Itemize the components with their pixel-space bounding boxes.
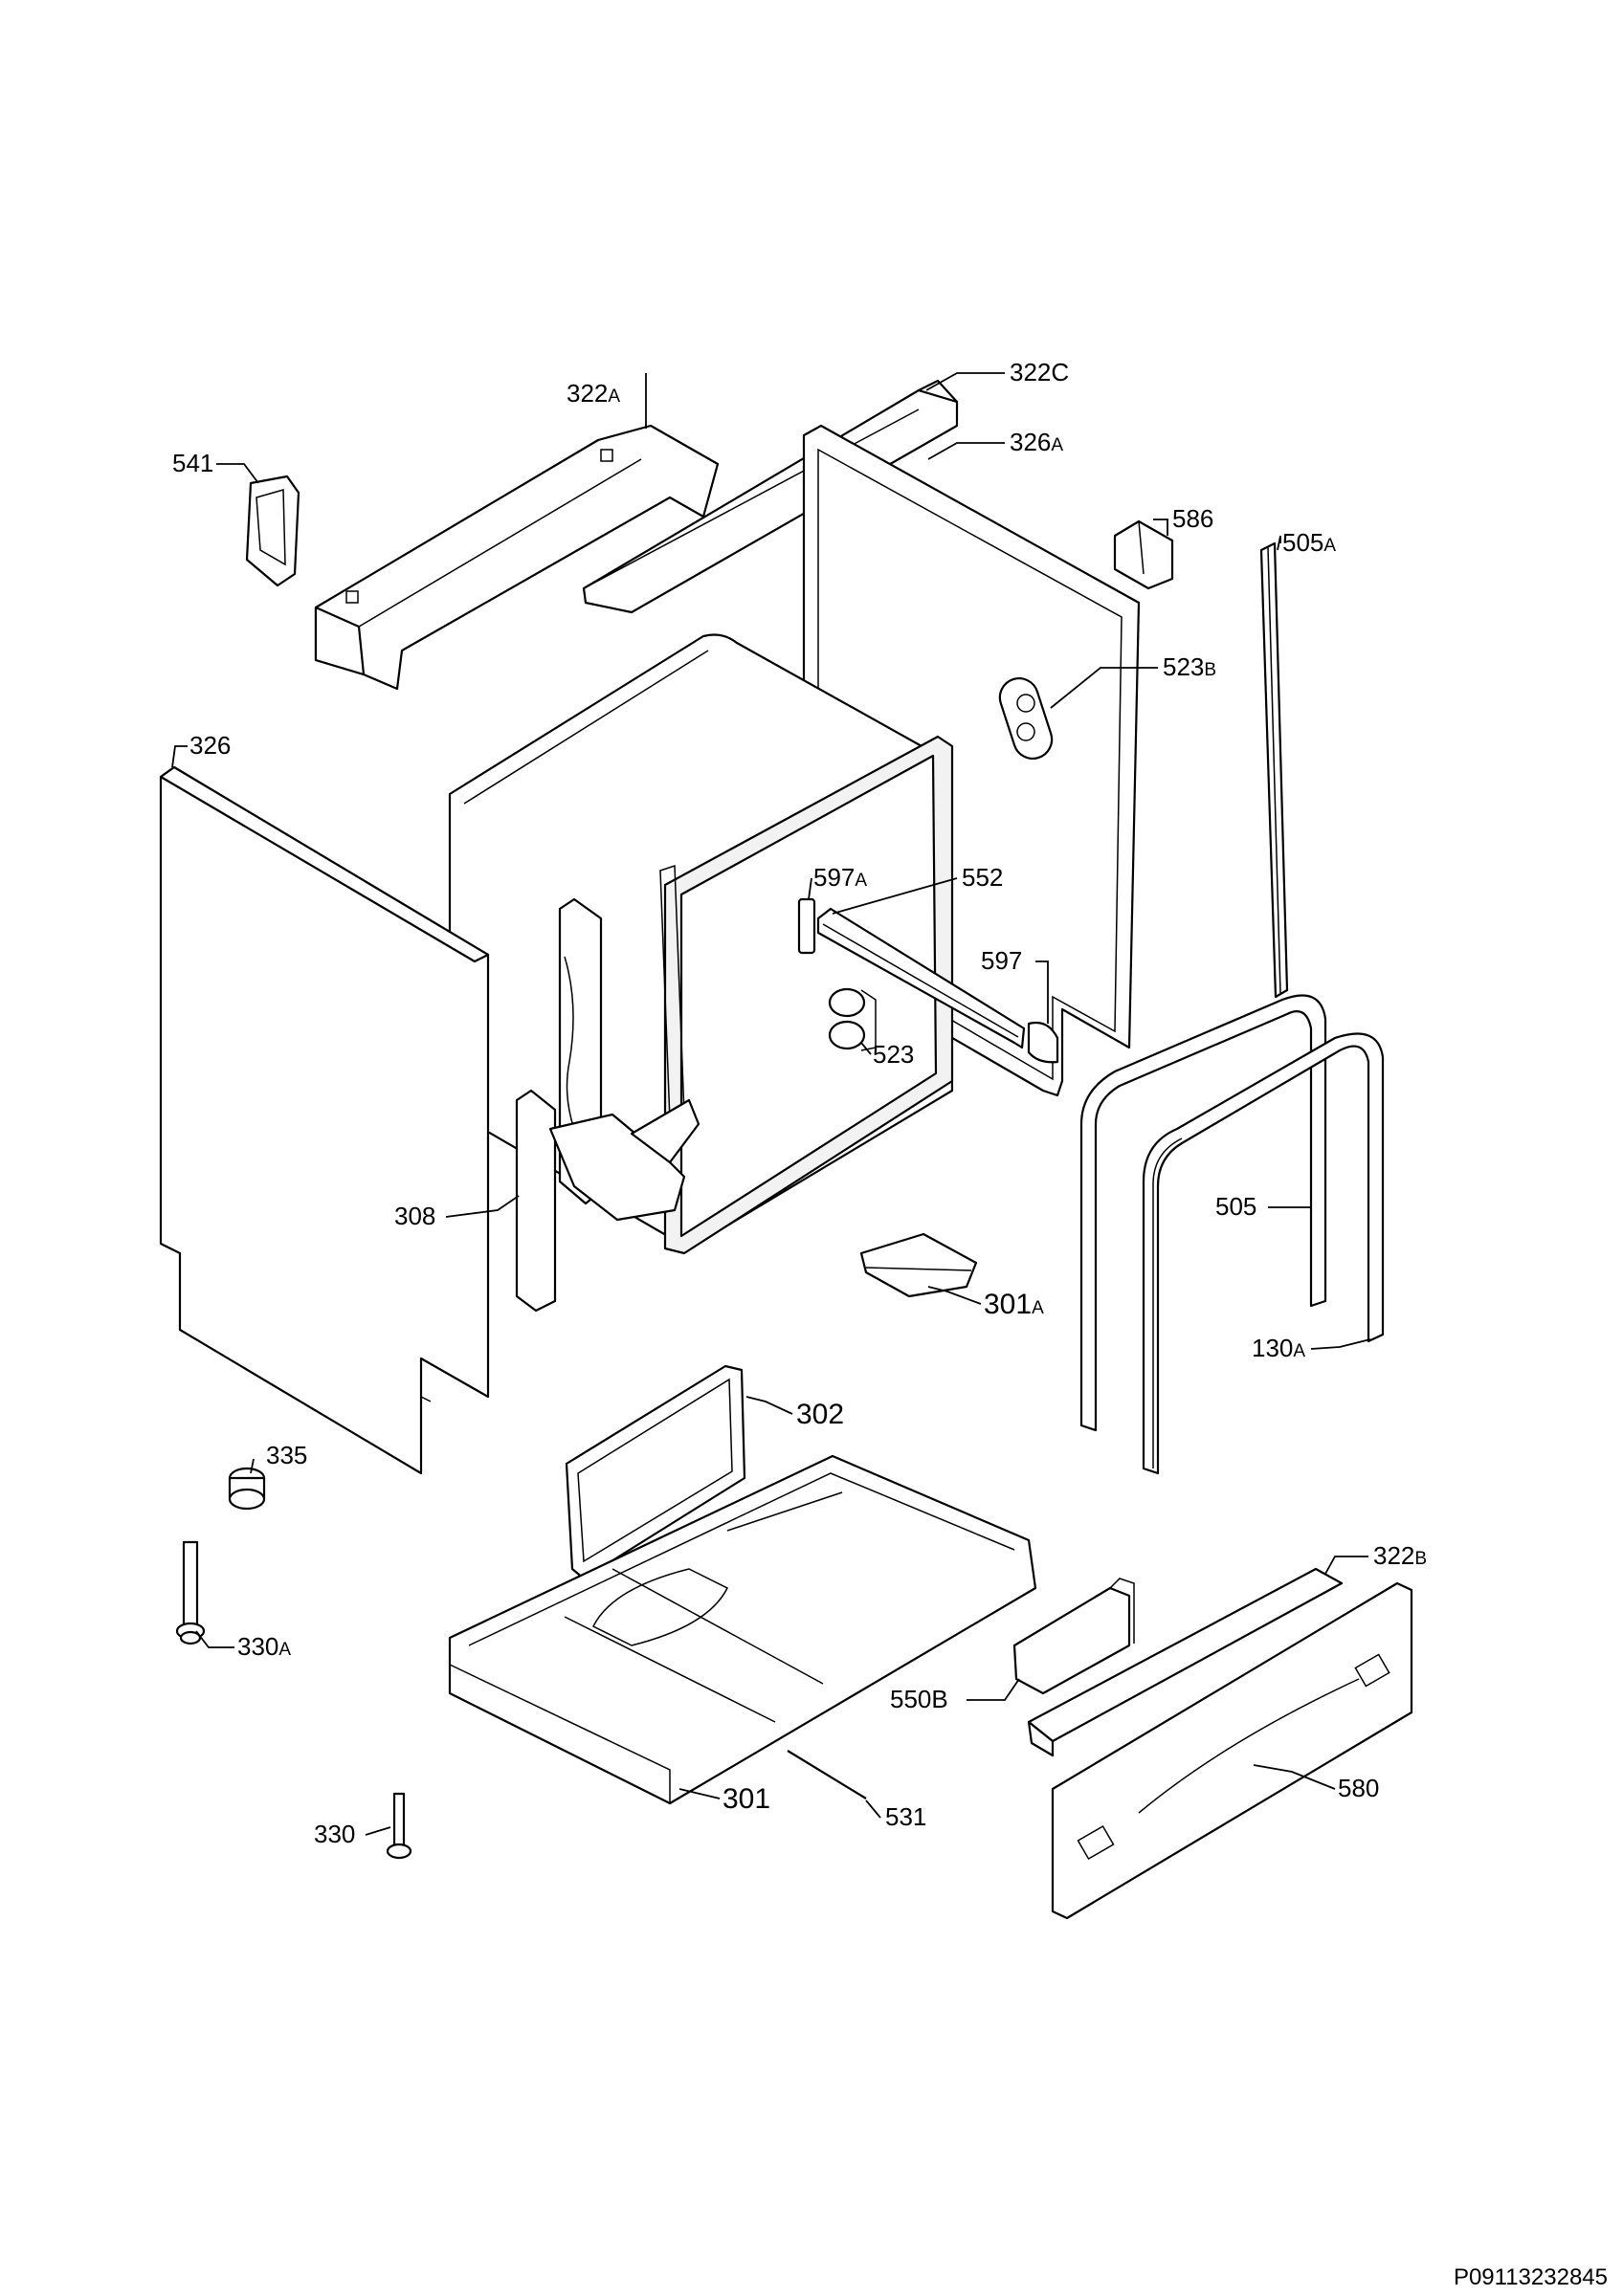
part-322c-top-rail[interactable] <box>582 379 959 614</box>
label-301a: 301A <box>984 1289 1044 1320</box>
label-541: 541 <box>172 449 213 477</box>
callout-labels: 322A 322C 541 326A 586 505A 523B 326 597… <box>172 358 1427 1848</box>
part-301a-bracket[interactable] <box>859 1232 978 1298</box>
label-335: 335 <box>266 1441 307 1469</box>
label-308: 308 <box>394 1202 435 1230</box>
part-531-rod[interactable] <box>787 1750 867 1799</box>
part-322b-rail[interactable] <box>1027 1567 1344 1757</box>
part-326-side-panel[interactable] <box>159 765 490 1475</box>
label-322b: 322B <box>1373 1541 1427 1570</box>
label-302: 302 <box>796 1399 844 1430</box>
label-523: 523 <box>873 1040 914 1069</box>
part-301-base[interactable] <box>448 1454 1037 1805</box>
part-302-frame[interactable] <box>565 1364 746 1580</box>
label-552: 552 <box>962 863 1003 892</box>
part-335-nut[interactable] <box>228 1467 266 1511</box>
part-580-base-plate[interactable] <box>1051 1581 1413 1920</box>
label-322a: 322A <box>567 379 620 408</box>
label-330a: 330A <box>237 1632 291 1661</box>
label-597a: 597A <box>813 863 867 892</box>
part-330a-screw[interactable] <box>175 1540 206 1645</box>
part-586-bracket[interactable] <box>1113 519 1174 590</box>
part-597-clip[interactable] <box>1027 1021 1059 1064</box>
label-301: 301 <box>723 1783 770 1815</box>
part-130a-door-gasket[interactable] <box>1142 1032 1385 1475</box>
part-322a-top-bracket[interactable] <box>314 424 720 691</box>
label-597: 597 <box>981 946 1022 975</box>
label-322c: 322C <box>1010 358 1069 386</box>
label-505a: 505A <box>1282 528 1336 557</box>
document-id: P09113232845 <box>1454 2264 1608 2290</box>
part-523b-plug[interactable] <box>995 673 1057 763</box>
part-523-plug[interactable] <box>828 987 877 1051</box>
leader-lines <box>171 372 1371 1836</box>
label-550b: 550B <box>890 1685 948 1713</box>
label-326: 326 <box>189 731 231 760</box>
label-580: 580 <box>1338 1774 1379 1802</box>
label-531: 531 <box>885 1802 926 1831</box>
part-505-door-seal[interactable] <box>1079 994 1327 1432</box>
part-541-clip[interactable] <box>245 475 300 587</box>
label-326a: 326A <box>1010 428 1063 456</box>
label-505: 505 <box>1215 1192 1256 1221</box>
label-586: 586 <box>1172 504 1213 533</box>
part-308-hinge[interactable] <box>515 897 700 1313</box>
part-597a-clip[interactable] <box>797 897 816 955</box>
part-330-screw[interactable] <box>386 1792 412 1860</box>
part-550b-bracket[interactable] <box>1012 1578 1135 1695</box>
label-130a: 130A <box>1252 1334 1305 1362</box>
label-523b: 523B <box>1163 652 1216 681</box>
part-tub-front-frame <box>659 735 954 1255</box>
label-330: 330 <box>314 1820 355 1848</box>
part-552-rail[interactable] <box>816 907 1026 1049</box>
part-505a-vertical-seal[interactable] <box>1259 541 1289 999</box>
